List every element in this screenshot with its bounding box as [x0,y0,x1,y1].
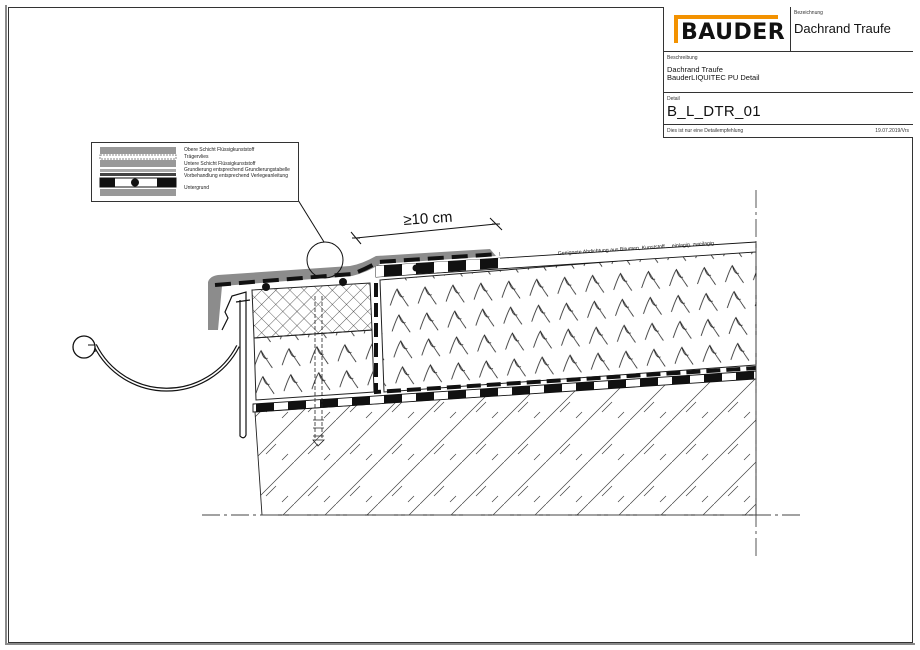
legend-item-label: Obere Schicht Flüssigkunststoff [184,147,255,153]
detail-value: B_L_DTR_01 [667,103,761,120]
title-block-header: BAUDER Bezeichnung Dachrand Traufe [664,7,913,52]
description-line-1: Dachrand Traufe [667,65,723,74]
timber-block [251,282,375,401]
footer-date: 19.07.2019/Vrs [875,128,909,134]
legend-item-label: Trägervlies [184,154,209,160]
title-block: BAUDER Bezeichnung Dachrand Traufe Besch… [663,7,913,138]
anchor-dowel [312,296,325,447]
liquid-coating [208,249,501,330]
designation-label: Bezeichnung [794,10,823,16]
logo-text: BAUDER [681,20,786,45]
footer-note: Dies ist nur eine Detailempfehlung [667,128,744,134]
designation-cell: Bezeichnung Dachrand Traufe [791,7,913,51]
footer-cell: Dies ist nur eine Detailempfehlung 19.07… [664,125,913,137]
bauder-logo: BAUDER [664,7,791,51]
description-label: Beschreibung [667,55,698,61]
designation-value: Dachrand Traufe [794,21,891,36]
detail-label: Detail [667,96,680,102]
page-edge [5,5,915,645]
dimension-label: ≥10 cm [402,208,453,229]
legend-item-label: Untere Schicht Flüssigkunststoff [184,161,256,167]
gutter [72,335,240,392]
dimension-line [350,217,503,245]
legend-item-label: Vorbehandlung entsprechend Verlegeanleit… [184,173,288,179]
detail-cell: Detail B_L_DTR_01 [664,93,913,125]
legend-swatches [99,147,177,196]
detail-callout [297,199,344,279]
description-line-2: BauderLIQUITEC PU Detail [667,73,760,82]
logo-bar-icon [674,15,678,43]
logo-bar-icon [674,15,778,19]
description-cell: Beschreibung Dachrand Traufe BauderLIQUI… [664,52,913,93]
layer-legend: Obere Schicht Flüssigkunststoff Trägervl… [91,142,299,202]
legend-item-label: Grundierung entsprechend Grundierungstab… [184,167,290,173]
eaves-flashing [221,291,251,439]
legend-item-label: Untergrund [184,185,210,191]
centerlines [202,190,800,560]
